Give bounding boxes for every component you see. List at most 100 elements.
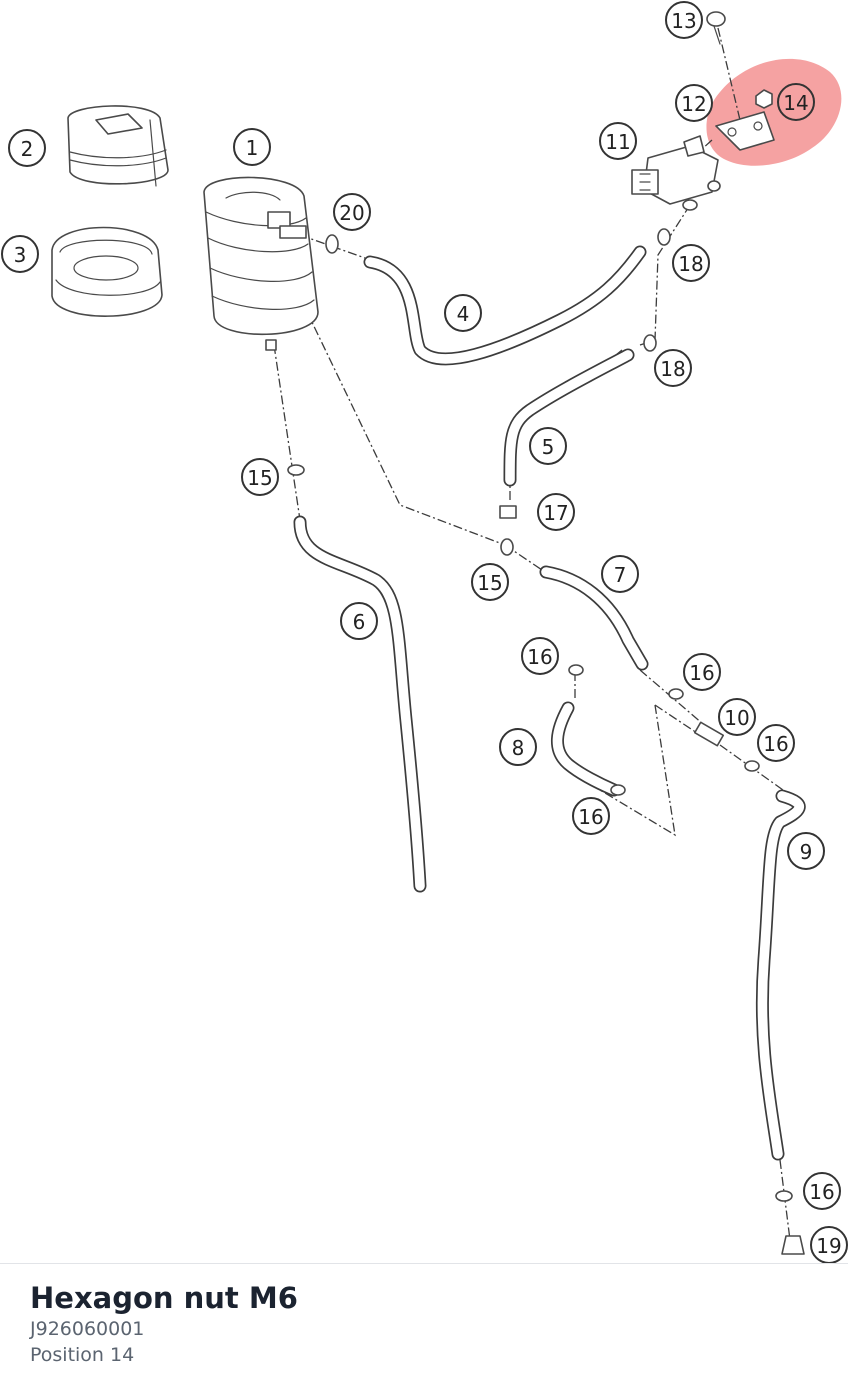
callout-number: 14 [783, 91, 808, 115]
part-position: Position 14 [30, 1344, 135, 1366]
callout-16[interactable]: 16 [757, 724, 795, 762]
callout-circle[interactable] [777, 83, 815, 121]
callout-circle[interactable] [803, 1172, 841, 1210]
callout-6[interactable]: 6 [340, 602, 378, 640]
callout-circle[interactable] [241, 458, 279, 496]
callout-1[interactable]: 1 [233, 128, 271, 166]
callout-number: 16 [809, 1180, 834, 1204]
part-clamp-15[interactable] [287, 464, 514, 556]
callout-number: 19 [816, 1234, 841, 1258]
callout-19[interactable]: 19 [810, 1226, 848, 1263]
callout-circle[interactable] [672, 244, 710, 282]
hose-9[interactable] [755, 789, 806, 1161]
callout-number: 16 [689, 661, 714, 685]
callout-8[interactable]: 8 [499, 728, 537, 766]
callout-circle[interactable] [444, 294, 482, 332]
callout-15[interactable]: 15 [241, 458, 279, 496]
callout-circle[interactable] [521, 637, 559, 675]
callout-13[interactable]: 13 [665, 1, 703, 39]
callout-circle[interactable] [683, 653, 721, 691]
callout-7[interactable]: 7 [601, 555, 639, 593]
callout-circle[interactable] [233, 128, 271, 166]
part-holder-frame[interactable] [51, 226, 163, 317]
callout-circle[interactable] [654, 349, 692, 387]
callout-5[interactable]: 5 [529, 427, 567, 465]
callout-number: 12 [681, 92, 706, 116]
callout-number: 13 [671, 9, 696, 33]
callout-number: 8 [512, 736, 525, 760]
part-valve[interactable] [631, 135, 721, 211]
callout-circle[interactable] [718, 698, 756, 736]
callout-number: 3 [14, 243, 27, 267]
callout-circle[interactable] [471, 563, 509, 601]
callout-number: 7 [614, 563, 627, 587]
callout-14[interactable]: 14 [777, 83, 815, 121]
hose-4[interactable] [363, 245, 647, 366]
part-bolt[interactable] [706, 11, 726, 45]
part-fitting-19[interactable] [781, 1235, 805, 1255]
callout-circle[interactable] [810, 1226, 848, 1263]
callout-circle[interactable] [8, 129, 46, 167]
callout-circle[interactable] [757, 724, 795, 762]
callout-number: 16 [578, 805, 603, 829]
selected-part-highlight [706, 58, 842, 166]
callout-16[interactable]: 16 [521, 637, 559, 675]
part-hexagon-nut[interactable] [755, 89, 773, 109]
callout-number: 16 [527, 645, 552, 669]
callout-circle[interactable] [537, 493, 575, 531]
callout-16[interactable]: 16 [803, 1172, 841, 1210]
callout-number: 18 [660, 357, 685, 381]
callout-number: 15 [477, 571, 502, 595]
diagram-canvas[interactable]: 1234567891011121314151516161616161718181… [0, 0, 848, 1263]
callout-markers: 1234567891011121314151516161616161718181… [1, 1, 848, 1263]
callout-12[interactable]: 12 [675, 84, 713, 122]
callout-circle[interactable] [499, 728, 537, 766]
hose-7[interactable] [539, 565, 649, 671]
callout-number: 20 [339, 201, 364, 225]
part-bracket[interactable] [715, 111, 775, 151]
callout-circle[interactable] [599, 122, 637, 160]
callout-3[interactable]: 3 [1, 235, 39, 273]
hose-6[interactable] [293, 515, 427, 893]
callout-11[interactable]: 11 [599, 122, 637, 160]
callout-circle[interactable] [675, 84, 713, 122]
callout-number: 5 [542, 435, 555, 459]
callout-number: 17 [543, 501, 568, 525]
callout-9[interactable]: 9 [787, 832, 825, 870]
callout-circle[interactable] [333, 193, 371, 231]
callout-circle[interactable] [665, 1, 703, 39]
callout-number: 4 [457, 302, 470, 326]
callout-16[interactable]: 16 [572, 797, 610, 835]
callout-circle[interactable] [340, 602, 378, 640]
callout-16[interactable]: 16 [683, 653, 721, 691]
part-connector-10[interactable] [693, 721, 725, 747]
hose-8[interactable] [550, 701, 621, 797]
callout-4[interactable]: 4 [444, 294, 482, 332]
callout-17[interactable]: 17 [537, 493, 575, 531]
callout-20[interactable]: 20 [333, 193, 371, 231]
part-clamp-18[interactable] [643, 228, 671, 352]
part-number: J926060001 [30, 1318, 145, 1340]
callout-circle[interactable] [529, 427, 567, 465]
part-cap-17[interactable] [499, 505, 517, 519]
callout-circle[interactable] [787, 832, 825, 870]
callout-circle[interactable] [1, 235, 39, 273]
hose-5[interactable] [503, 348, 635, 487]
part-info-panel: Hexagon nut M6 J926060001 Position 14 [0, 1263, 848, 1390]
callout-10[interactable]: 10 [718, 698, 756, 736]
callout-18[interactable]: 18 [672, 244, 710, 282]
callout-number: 11 [605, 130, 630, 154]
part-clamp-20[interactable] [325, 234, 339, 254]
callout-18[interactable]: 18 [654, 349, 692, 387]
part-cover[interactable] [67, 105, 169, 187]
callout-circle[interactable] [572, 797, 610, 835]
callout-number: 15 [247, 466, 272, 490]
part-clamp-16[interactable] [568, 664, 793, 1202]
callout-circle[interactable] [601, 555, 639, 593]
callout-number: 16 [763, 732, 788, 756]
callout-15[interactable]: 15 [471, 563, 509, 601]
part-canister[interactable] [203, 176, 319, 351]
callout-2[interactable]: 2 [8, 129, 46, 167]
callout-number: 6 [353, 610, 366, 634]
